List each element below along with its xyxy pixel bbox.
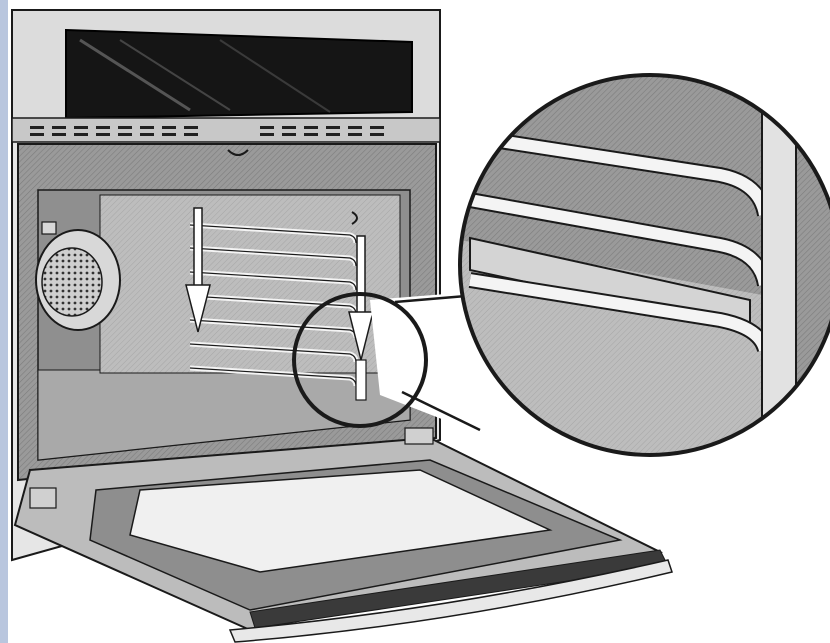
- zoomed-detail: [460, 75, 830, 455]
- vent-strip: [12, 118, 440, 142]
- zoom-frame-edge: [762, 75, 796, 455]
- left-edge-strip: [0, 0, 8, 643]
- control-glass-panel: [66, 30, 412, 118]
